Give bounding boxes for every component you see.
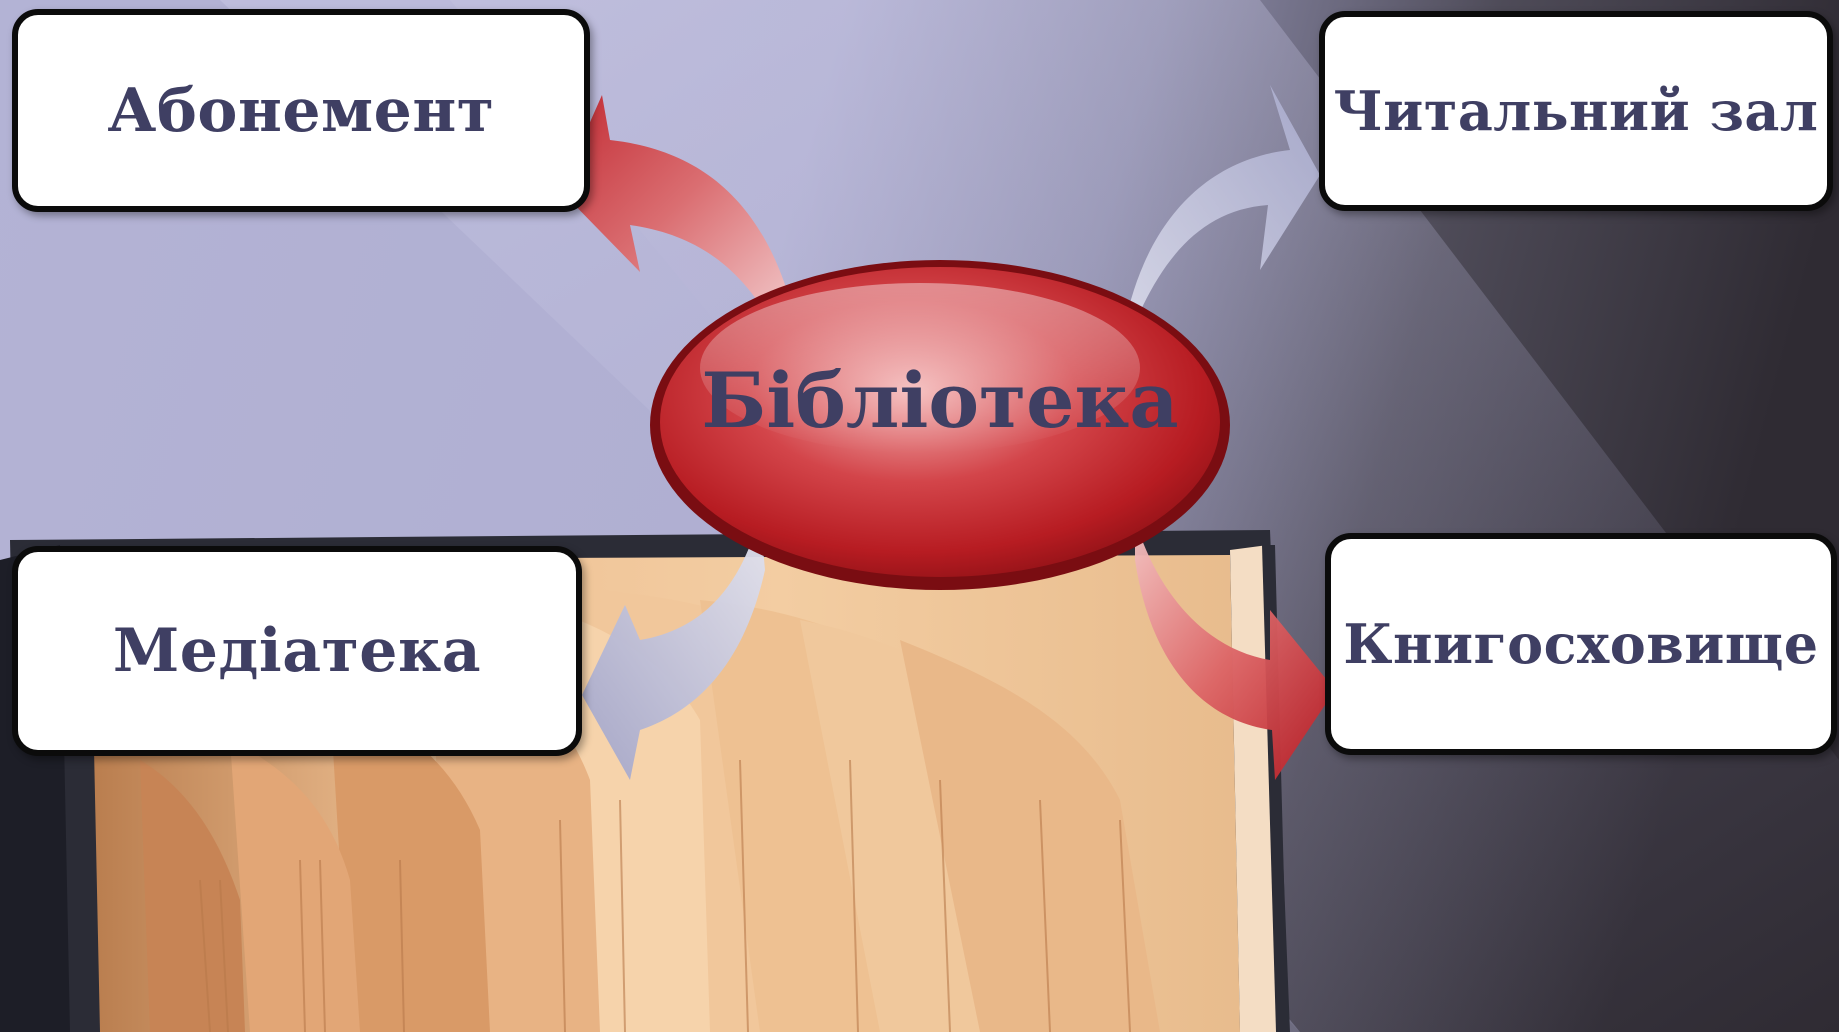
node-mediateka-label: Медіатека (112, 616, 482, 686)
arrow-to-reading-hall (1122, 85, 1320, 340)
node-knyhoskhovyshche: Книгосховище (1325, 533, 1837, 755)
arrow-to-knyhoskhovyshche (1135, 520, 1335, 780)
center-label: Бібліотека (701, 355, 1179, 445)
node-reading-hall-label: Читальний зал (1333, 79, 1819, 143)
node-abonement: Абонемент (12, 9, 590, 212)
node-abonement-label: Абонемент (107, 75, 495, 146)
node-reading-hall: Читальний зал (1319, 11, 1833, 211)
node-knyhoskhovyshche-label: Книгосховище (1343, 612, 1819, 676)
arrow-to-abonement (560, 95, 790, 320)
arrow-to-mediateka (582, 515, 765, 780)
center-ellipse (650, 260, 1230, 590)
node-mediateka: Медіатека (12, 546, 582, 756)
